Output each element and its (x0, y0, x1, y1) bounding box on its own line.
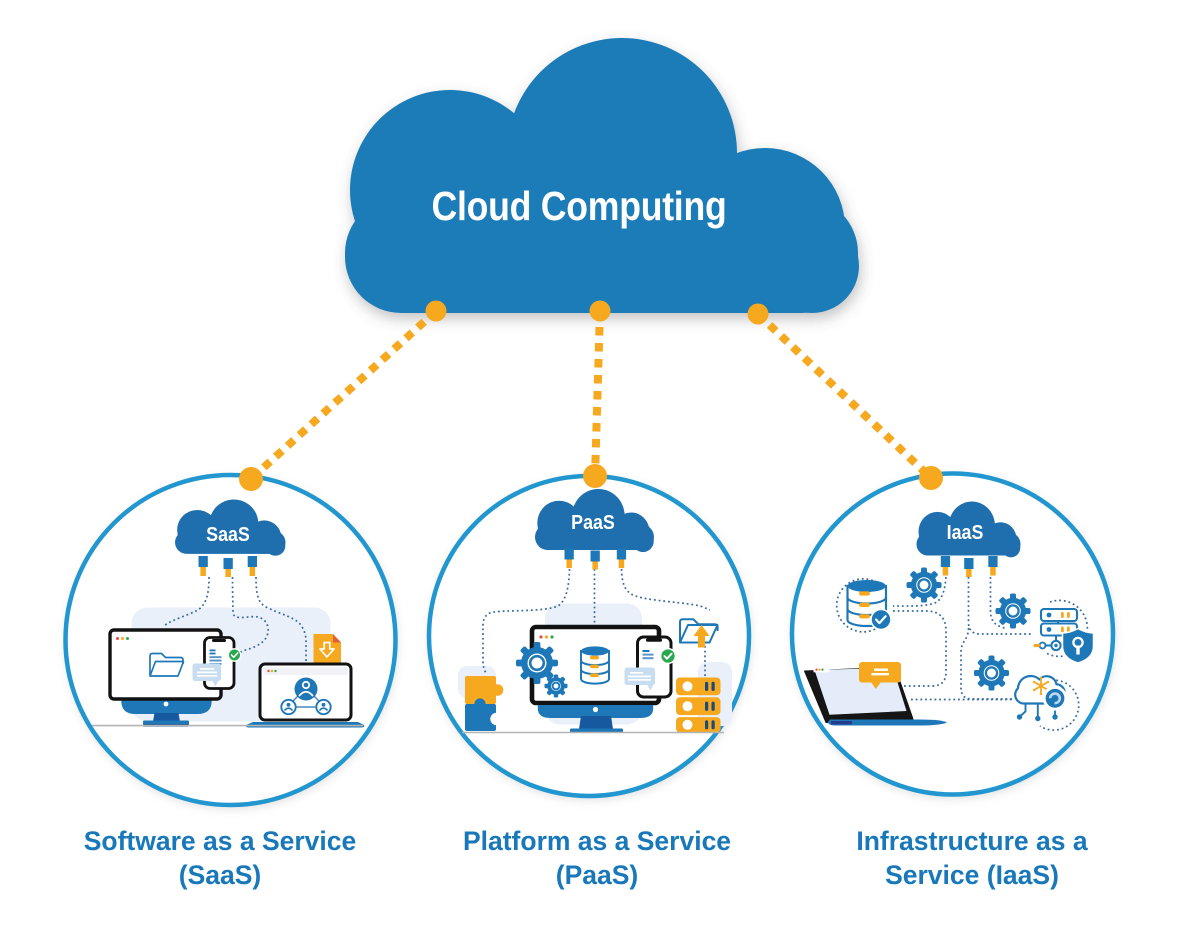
iaas-database-icon (846, 580, 892, 631)
paas-puzzle-icon (465, 676, 504, 731)
iaas-key-icon (1033, 641, 1047, 650)
iaas-check-icon (870, 608, 892, 631)
main-cloud-icon (345, 38, 859, 313)
saas-mini-cloud-icon (175, 499, 286, 577)
saas-monitor-icon (108, 628, 223, 727)
connector-iaas (747, 303, 943, 490)
paas-caption: Platform as a Service (PaaS) (427, 824, 767, 892)
saas-plugs (198, 556, 257, 577)
saas-caption: Software as a Service (SaaS) (50, 824, 390, 892)
iaas-dotted-links (835, 576, 1089, 731)
saas-share-network-icon (280, 677, 332, 716)
saas-caption-line1: Software as a Service (83, 826, 357, 856)
paas-mini-cloud-icon (535, 489, 654, 570)
iaas-gear-bottom-icon (974, 655, 1009, 691)
iaas-message-icon (859, 662, 901, 689)
paas-illustration (458, 489, 732, 734)
iaas-caption: Infrastructure as a Service (IaaS) (802, 824, 1142, 892)
paas-dotted-links (482, 568, 711, 676)
paas-chat-bubble-icon (624, 667, 655, 691)
iaas-illustration (804, 501, 1095, 731)
iaas-mini-cloud-icon (916, 501, 1021, 577)
iaas-caption-line2: Service (IaaS) (885, 860, 1059, 890)
connector-saas (239, 300, 447, 491)
connector-paas (583, 300, 611, 488)
paas-caption-line2: (PaaS) (555, 860, 639, 890)
iaas-target-icon (1042, 686, 1068, 711)
iaas-cloud-label: IaaS (946, 521, 984, 544)
saas-caption-line2: (SaaS) (178, 860, 262, 890)
paas-cloud-label: PaaS (571, 511, 615, 534)
saas-dotted-links (163, 576, 307, 661)
iaas-secure-server-icon (1033, 607, 1095, 664)
diagram-title: Cloud Computing (431, 183, 727, 229)
saas-laptop-icon (245, 662, 365, 728)
paas-upload-folder-icon (679, 618, 719, 648)
paas-server-stack-icon (676, 677, 721, 733)
paas-phone-icon (636, 635, 673, 699)
paas-database-icon (580, 646, 610, 685)
iaas-cloud-network-icon (1014, 674, 1068, 722)
saas-illustration (92, 499, 365, 728)
paas-check-icon (659, 647, 677, 665)
saas-check-icon (227, 648, 242, 662)
paas-gear-large-icon (516, 642, 558, 684)
saas-cloud-label: SaaS (206, 523, 250, 546)
saas-folder-icon (149, 652, 185, 677)
iaas-plugs (940, 556, 998, 577)
paas-gear-small-icon (544, 674, 568, 698)
iaas-gear-top-icon (906, 567, 942, 603)
paas-plugs (564, 548, 627, 570)
iaas-gear-right-icon (995, 593, 1031, 629)
iaas-shield-lock-icon (1061, 627, 1095, 664)
iaas-caption-line1: Infrastructure as a (856, 826, 1088, 856)
paas-caption-line1: Platform as a Service (462, 826, 732, 856)
saas-chat-bubble-icon (192, 663, 221, 687)
